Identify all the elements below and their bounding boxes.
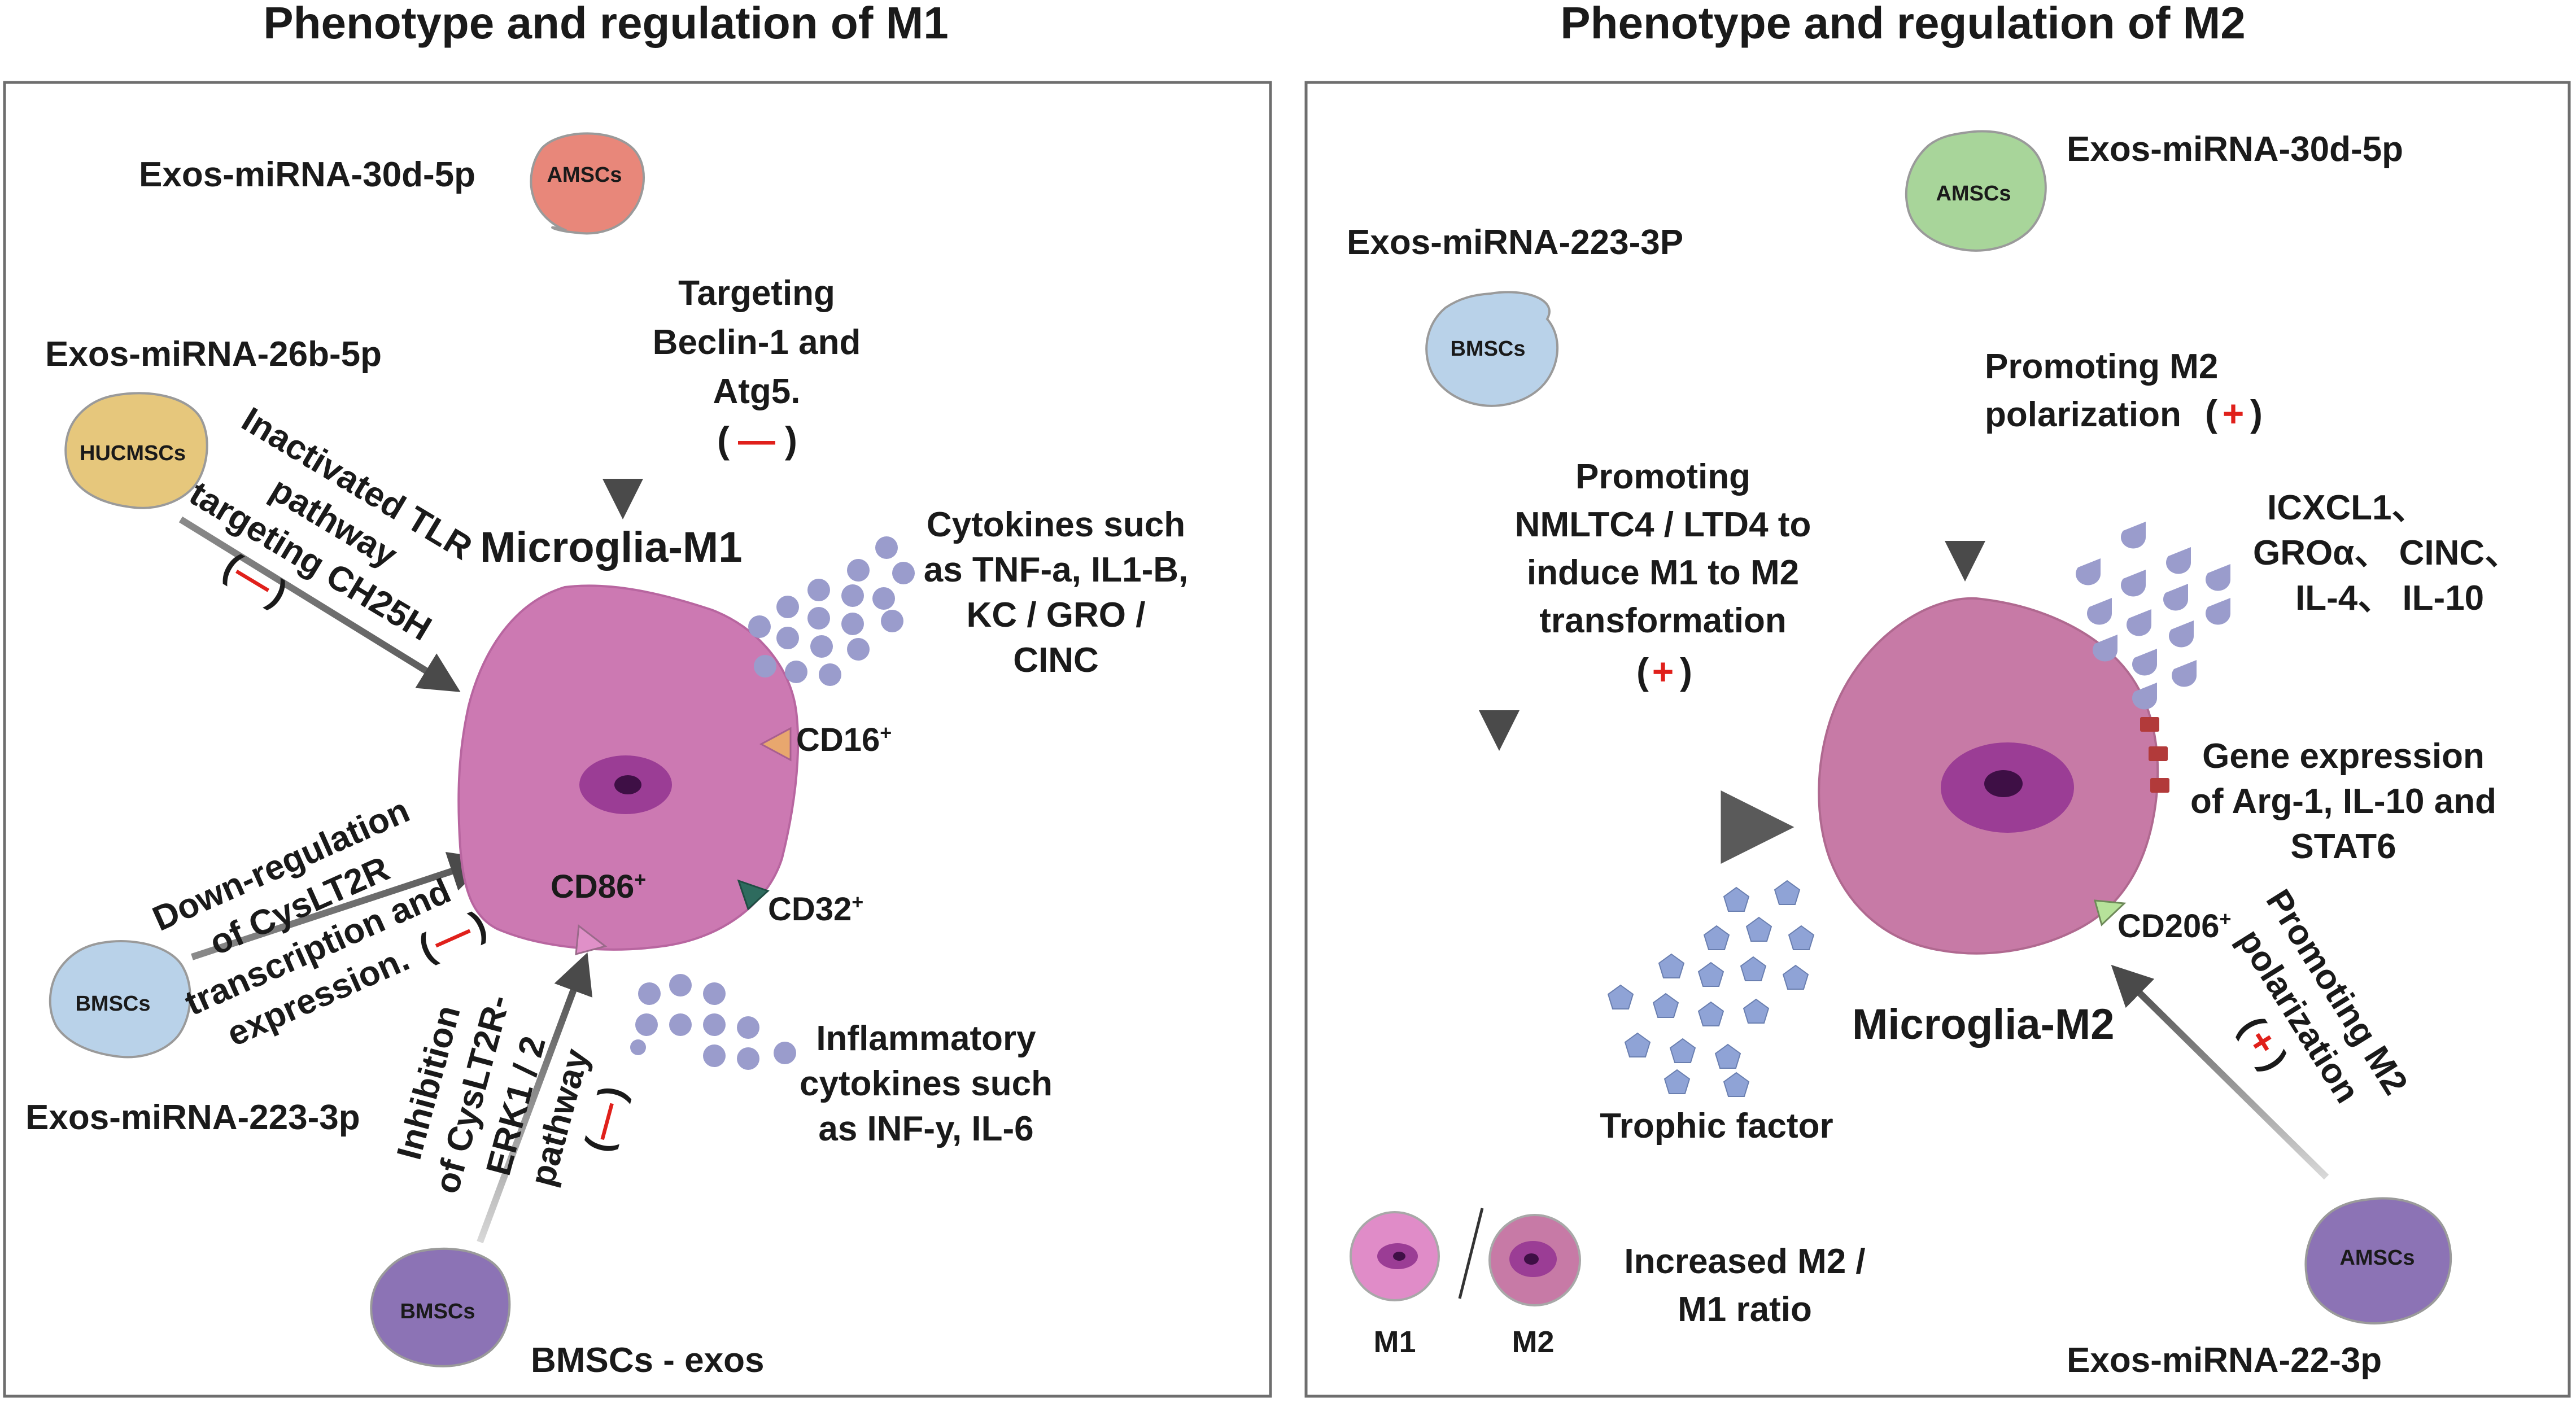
amscs-cell-m1 [530,132,645,235]
inhibit-sign-amscs: — [738,419,775,461]
panel-m1-frame [3,81,1272,1398]
bmscs-m2-effect-2: NMLTC4 / LTD4 to [1515,505,1811,544]
gene-expression-2: of Arg-1, IL-10 and [2190,782,2496,821]
bmscs-left-label: BMSCs [75,992,150,1016]
exo-223-3p-m1: Exos-miRNA-223-3p [25,1098,360,1137]
amscs-effect-2: Beclin-1 and [653,323,861,362]
m1-cyto-top-1: Cytokines such [927,505,1185,544]
bmscs-m2-effect-1: Promoting [1575,457,1750,496]
bmscs-m2-effect-3: induce M1 to M2 [1527,553,1799,592]
cd86-label: CD86+ [551,868,646,906]
microglia-m1-label: Microglia-M1 [480,523,743,571]
arrow-bmscs-left-to-m1 [191,851,491,960]
amscs-cell-m2-top [1905,130,2047,252]
bmscs-exos-label: BMSCs - exos [531,1341,764,1380]
paren-close: ) [785,419,797,461]
bmscs-cell-m2 [1425,291,1559,407]
m1-cyto-bottom-3: as INF-y, IL-6 [818,1109,1033,1148]
amscs-m2-effect-2: polarization [1985,395,2181,434]
mini-m1-label: M1 [1373,1325,1416,1359]
paren-open: ( [717,419,730,461]
arrow-amscs-bottom-to-m2 [2111,964,2329,1180]
bmscs-m2-effect-4: transformation [1539,601,1786,640]
amscs-m1-label: AMSCs [547,163,622,187]
m2-cyto-3: IL-4、 IL-10 [2295,579,2484,618]
cd16-triangle-icon [759,727,792,762]
mini-m2-label: M2 [1512,1325,1554,1359]
cd86-triangle-icon [575,924,608,956]
ratio-text-2: M1 ratio [1678,1290,1812,1329]
panel-m2-frame [1304,81,2571,1398]
paren-open: ( [2205,392,2217,434]
m1-cyto-top-2: as TNF-a, IL1-B, [924,550,1189,589]
amscs-m2-effect-1: Promoting M2 [1985,347,2218,386]
title-m2: Phenotype and regulation of M2 [1560,0,2245,48]
exo-223-3P-m2: Exos-miRNA-223-3P [1347,223,1683,262]
ratio-text-1: Increased M2 / [1624,1242,1865,1281]
paren-close: ) [2250,392,2263,434]
exo-22-3p: Exos-miRNA-22-3p [2067,1341,2382,1380]
m2-nucleolus [1984,770,2023,797]
promote-sign-amscs-top: + [2223,392,2245,434]
hucmscs-label: HUCMSCs [80,442,186,465]
cd206-triangle-icon [2093,899,2127,926]
gene-expression-3: STAT6 [2290,827,2396,866]
amscs-m2-top-label: AMSCs [1936,182,2011,206]
m1-cyto-bottom-1: Inflammatory [816,1019,1036,1058]
arrow-hucmscs-to-m1 [178,516,461,692]
cd32-label: CD32+ [768,890,863,928]
cd32-triangle-icon [737,879,770,911]
amscs-cell-m2-bottom [2304,1197,2452,1325]
m1-cyto-top-4: CINC [1013,641,1099,680]
gene-expression-1: Gene expression [2202,737,2485,776]
exo-30d-5p-m2: Exos-miRNA-30d-5p [2067,130,2403,169]
bmscs-cell-bottom [370,1247,511,1367]
exo-30d-5p-m1: Exos-miRNA-30d-5p [139,155,475,194]
bmscs-m2-label: BMSCs [1450,337,1525,361]
title-m1: Phenotype and regulation of M1 [263,0,948,48]
amscs-m2-bottom-label: AMSCs [2339,1246,2415,1270]
arrow-bmscs-bottom-to-m1 [477,952,593,1244]
amscs-effect-1: Targeting [678,274,835,313]
microglia-m2-label: Microglia-M2 [1852,1000,2115,1048]
cd16-label: CD16+ [796,721,892,759]
m2-cyto-1: ICXCL1、 [2267,488,2426,527]
trophic-factor-label: Trophic factor [1600,1107,1833,1146]
m1-cyto-top-3: KC / GRO / [967,596,1146,635]
promote-sign-bmscs: + [1652,650,1674,692]
m2-cyto-2: GROα、 CINC、 [2253,534,2520,572]
paren-open: ( [1636,650,1649,692]
exo-26b-5p: Exos-miRNA-26b-5p [45,335,382,374]
m1-cytokine-cluster-lower [630,974,796,1070]
paren-close: ) [1680,650,1692,692]
bmscs-bottom-label: BMSCs [400,1300,475,1323]
bmscs-cell-left [49,940,191,1059]
m1-cytokine-cluster-upper [748,536,915,686]
m2-cytokine-cluster [2076,522,2230,710]
gene-expression-blocks [2140,717,2169,793]
hucmscs-cell [64,392,208,509]
cd206-label: CD206+ [2117,907,2232,945]
trophic-factor-cluster [1607,880,1815,1097]
m1-nucleolus [614,775,641,794]
amscs-effect-3: Atg5. [713,372,801,411]
m1-cyto-bottom-2: cytokines such [800,1064,1053,1103]
ratio-slash [1458,1208,1484,1299]
